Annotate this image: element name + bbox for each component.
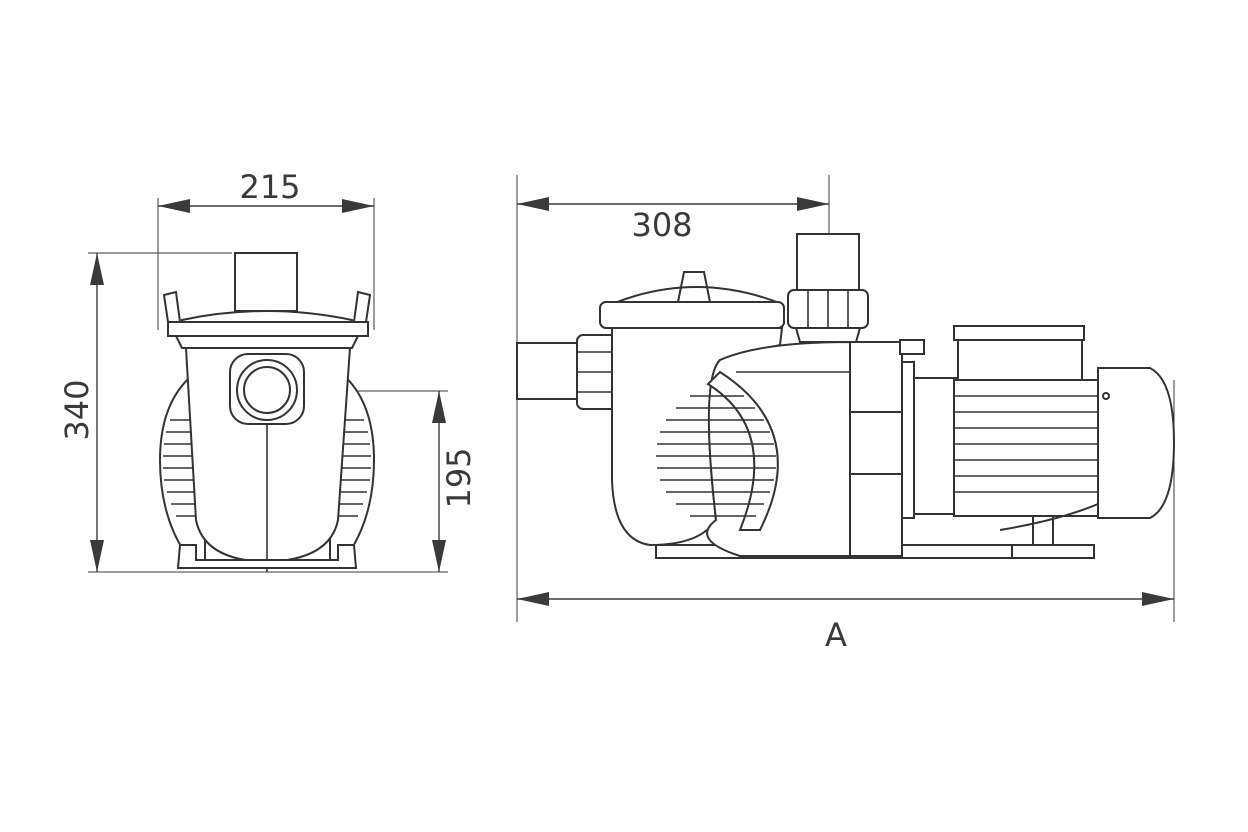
arrow-right bbox=[342, 199, 374, 213]
side-seal-plate bbox=[901, 361, 915, 519]
dim-front-height: 340 bbox=[58, 379, 96, 440]
side-lid-dome bbox=[611, 286, 783, 305]
front-lid-base bbox=[174, 335, 360, 349]
side-fan-cover bbox=[706, 370, 779, 531]
arrow-A-left bbox=[517, 592, 549, 606]
arrow-axis-down bbox=[432, 540, 446, 572]
side-terminal-lid bbox=[953, 325, 1085, 341]
arrow-up bbox=[90, 253, 104, 285]
front-lid-handle-right bbox=[353, 290, 372, 323]
side-pump-housing bbox=[706, 340, 851, 557]
side-terminal-box bbox=[957, 337, 1083, 381]
side-outlet-union-ribs bbox=[807, 290, 849, 328]
side-fan-ribs bbox=[656, 395, 776, 517]
dim-front-axis-height: 195 bbox=[440, 447, 478, 508]
side-flange-tab bbox=[899, 339, 925, 355]
side-motor-skirt bbox=[999, 503, 1099, 531]
side-view: 308 A bbox=[516, 175, 1176, 654]
arrow-308-right bbox=[797, 197, 829, 211]
arrow-A-right bbox=[1142, 592, 1174, 606]
arrow-down bbox=[90, 540, 104, 572]
side-flange-upper bbox=[849, 341, 903, 413]
side-lid-ring bbox=[599, 301, 785, 329]
front-lid-handle-left bbox=[162, 290, 181, 323]
front-lid-ring bbox=[167, 321, 369, 337]
front-base bbox=[176, 544, 358, 569]
arrow-left bbox=[158, 199, 190, 213]
side-outlet-pipe bbox=[796, 233, 860, 295]
side-base-foot bbox=[1011, 544, 1095, 559]
front-outlet-pipe bbox=[234, 252, 298, 312]
side-outlet-neck bbox=[794, 327, 862, 343]
side-motor-end-cap bbox=[1097, 367, 1176, 519]
side-end-cap-screw bbox=[1102, 392, 1110, 400]
dim-side-308: 308 bbox=[631, 206, 692, 244]
dim-front-width: 215 bbox=[239, 168, 300, 206]
side-motor-adapter bbox=[913, 377, 957, 515]
side-inlet-pipe bbox=[516, 342, 582, 400]
side-flange-lower bbox=[849, 473, 903, 557]
side-motor-fins bbox=[954, 395, 1098, 493]
dim-side-A: A bbox=[825, 616, 847, 654]
arrow-axis-up bbox=[432, 391, 446, 423]
side-motor-body bbox=[953, 379, 1099, 517]
front-view: 215 340 195 bbox=[58, 168, 478, 573]
side-lid-handle bbox=[677, 271, 711, 303]
front-inlet-bore bbox=[243, 366, 291, 414]
arrow-308-left bbox=[517, 197, 549, 211]
